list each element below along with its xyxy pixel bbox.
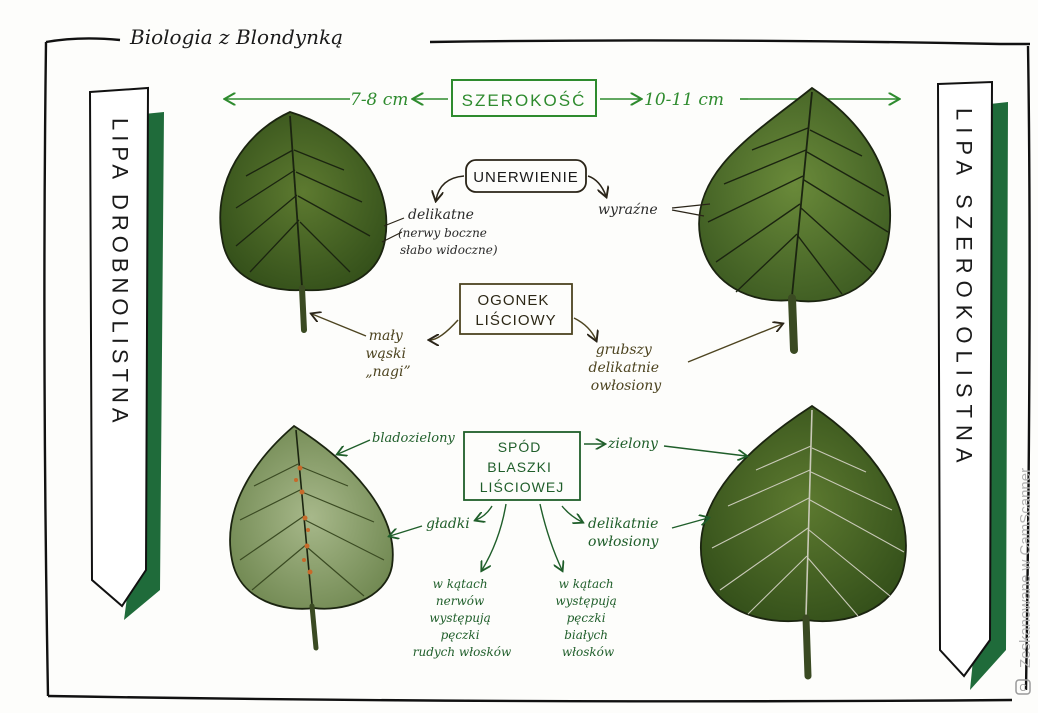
underside-left-texture-pointer xyxy=(390,525,423,536)
underside-right-hair-line: białych xyxy=(564,628,608,642)
rusty-hair-tufts xyxy=(294,465,313,575)
petiole-right-note-line: owłosiony xyxy=(591,378,662,394)
underside-right-hair-arrow xyxy=(539,503,562,570)
underside-heading-line: BLASZKI xyxy=(487,459,552,475)
underside-right-texture-arrow xyxy=(561,505,582,522)
watermark: Zeskanowane w CamScanner C xyxy=(1015,468,1034,695)
venation-arrow-right xyxy=(587,175,606,196)
venation-heading: UNERWIENIE xyxy=(473,169,579,186)
underside-right-color: zielony xyxy=(607,436,659,452)
underside-right-texture-pointer xyxy=(671,518,708,529)
width-right-value: 10-11 cm xyxy=(644,90,724,110)
leaf-large-upper xyxy=(698,86,891,354)
width-left-value: 7-8 cm xyxy=(350,90,408,110)
underside-heading-line: SPÓD xyxy=(498,439,542,455)
underside-heading-line: LIŚCIOWEJ xyxy=(480,478,564,495)
watermark-text: Zeskanowane w CamScanner xyxy=(1017,468,1034,668)
venation-heading-box xyxy=(465,159,587,193)
banner-right: LIPA SZEROKOLISTNA xyxy=(936,80,1008,690)
petiole-right-note-line: grubszy xyxy=(596,342,653,358)
underside-right-color-pointer xyxy=(663,445,746,456)
underside-left-hair-note: w kątach nerwów występują pęczki rudych … xyxy=(413,577,512,659)
banner-left-text: LIPA DROBNOLISTNA xyxy=(108,118,133,428)
leaf-large-lower xyxy=(699,404,907,680)
underside-left-hair-line: występują xyxy=(429,611,490,625)
underside-left-texture-arrow xyxy=(476,505,493,520)
underside-heading: SPÓD BLASZKI LIŚCIOWEJ xyxy=(480,439,564,495)
underside-left-hair-line: pęczki xyxy=(441,628,480,642)
petiole-heading-line: LIŚCIOWY xyxy=(475,311,556,329)
underside-right-texture-line: delikatnie xyxy=(588,516,658,532)
petiole-section: OGONEK LIŚCIOWY mały wąski „nagi” grubsz… xyxy=(312,283,782,394)
leaf-small-lower xyxy=(229,424,394,651)
underside-heading-box xyxy=(463,431,581,501)
petiole-heading: OGONEK LIŚCIOWY xyxy=(475,292,556,329)
underside-left-texture: gładki xyxy=(426,516,470,532)
banner-right-text: LIPA SZEROKOLISTNA xyxy=(952,108,977,470)
underside-left-color-pointer xyxy=(338,439,371,454)
venation-left-note-line: delikatne xyxy=(408,207,474,223)
underside-right-hair-line: w kątach xyxy=(559,577,614,591)
underside-right-hair-line: występują xyxy=(555,594,616,608)
underside-right-hair-line: pęczki xyxy=(567,611,606,625)
underside-left-hair-arrow xyxy=(482,503,507,570)
petiole-arrow-right xyxy=(573,317,596,340)
width-heading: SZEROKOŚĆ xyxy=(462,91,587,110)
camscanner-icon: C xyxy=(1015,679,1031,695)
banner-left: LIPA DROBNOLISTNA xyxy=(88,86,164,620)
venation-right-pointers xyxy=(671,203,711,217)
petiole-arrow-left xyxy=(430,319,459,340)
venation-right-note: wyraźne xyxy=(598,202,658,218)
petiole-left-pointer xyxy=(312,314,367,337)
petiole-left-note-line: „nagi” xyxy=(365,364,410,380)
underside-left-color: bladozielony xyxy=(372,431,455,446)
venation-arrow-left xyxy=(436,175,465,200)
svg-text:C: C xyxy=(1019,683,1026,694)
venation-left-note: delikatne (nerwy boczne słabo widoczne) xyxy=(398,207,498,257)
width-section: 7-8 cm SZEROKOŚĆ 10-11 cm xyxy=(226,79,898,117)
page-frame xyxy=(43,37,1031,703)
underside-right-texture-line: owłosiony xyxy=(588,534,659,550)
petiole-right-note: grubszy delikatnie owłosiony xyxy=(589,342,664,394)
width-heading-box xyxy=(451,79,597,117)
petiole-left-note: mały wąski „nagi” xyxy=(365,328,410,380)
venation-left-note-line: słabo widoczne) xyxy=(400,243,498,257)
petiole-heading-line: OGONEK xyxy=(477,292,549,309)
petiole-right-pointer xyxy=(687,324,782,363)
petiole-left-note-line: wąski xyxy=(366,346,406,362)
petiole-left-note-line: mały xyxy=(369,328,404,344)
underside-left-hair-line: rudych włosków xyxy=(413,645,512,659)
petiole-heading-box xyxy=(459,283,573,335)
petiole-right-note-line: delikatnie xyxy=(589,360,659,376)
underside-section: SPÓD BLASZKI LIŚCIOWEJ bladozielony ziel… xyxy=(338,431,746,659)
underside-right-texture: delikatnie owłosiony xyxy=(588,516,663,550)
venation-section: UNERWIENIE delikatne (nerwy boczne słabo… xyxy=(381,159,711,257)
venation-left-pointers xyxy=(381,217,405,243)
header-title: Biologia z Blondynką xyxy=(129,25,343,49)
underside-right-hair-note: w kątach występują pęczki białych włoskó… xyxy=(555,577,620,659)
underside-right-hair-line: włosków xyxy=(562,645,615,659)
venation-left-note-line: (nerwy boczne xyxy=(398,226,487,240)
underside-left-hair-line: nerwów xyxy=(436,594,485,608)
leaf-small-upper xyxy=(219,111,388,333)
underside-left-hair-line: w kątach xyxy=(433,577,488,591)
